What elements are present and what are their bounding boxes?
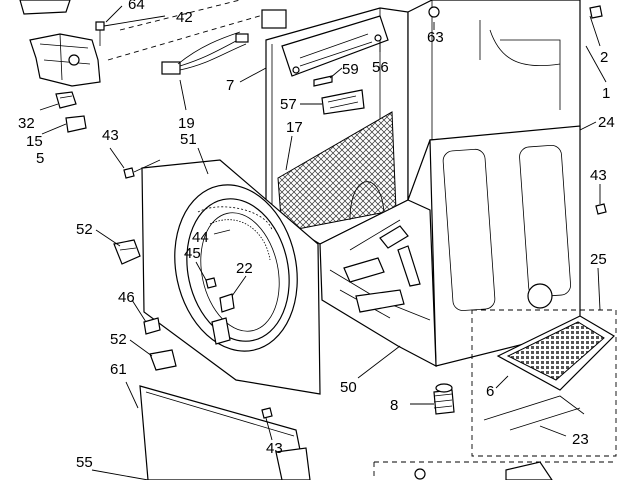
cabinet-base-50	[319, 199, 437, 368]
screw-59	[313, 75, 333, 87]
hinge-52-upper	[113, 239, 141, 265]
leader-lines	[39, 5, 607, 480]
callout-5: 5	[36, 150, 44, 167]
screw-45	[205, 277, 217, 289]
label-57	[321, 89, 365, 115]
door-catch	[211, 317, 231, 345]
callout-45: 45	[184, 245, 201, 262]
mounting-bracket	[19, 0, 101, 87]
rod-23	[483, 395, 585, 431]
screw-63	[428, 6, 440, 18]
callout-17: 17	[286, 119, 303, 136]
bottom-part	[414, 461, 553, 480]
callout-43-right: 43	[590, 167, 607, 184]
callout-7: 7	[226, 77, 234, 94]
callout-46: 46	[118, 289, 135, 306]
dashed-guide-top	[107, 0, 281, 61]
callout-1: 1	[602, 85, 610, 102]
door-seal-44	[209, 219, 271, 261]
callout-15: 15	[26, 133, 43, 150]
clip-46	[143, 317, 161, 335]
callout-57: 57	[280, 96, 297, 113]
leveling-leg-8	[433, 383, 455, 415]
callout-25: 25	[590, 251, 607, 268]
callout-22: 22	[236, 260, 253, 277]
callout-43-left: 43	[102, 127, 119, 144]
screw-43-right	[595, 203, 607, 215]
pedestal-box-25	[373, 309, 617, 480]
thermal-fuse-5	[65, 115, 87, 133]
screw-2	[589, 5, 603, 19]
callout-52-upper: 52	[76, 221, 93, 238]
toe-kick-panel-61	[139, 385, 311, 480]
screw-43-left	[123, 159, 161, 179]
grille-6	[496, 315, 615, 391]
callout-44: 44	[192, 229, 209, 246]
callout-43-bottom: 43	[266, 440, 283, 457]
callout-42: 42	[176, 9, 193, 26]
screw-43-bottom	[261, 407, 273, 419]
callout-6: 6	[486, 383, 494, 400]
callout-50: 50	[340, 379, 357, 396]
callout-64: 64	[128, 0, 145, 13]
callout-56: 56	[372, 59, 389, 76]
callout-63: 63	[427, 29, 444, 46]
front-panel-51	[141, 159, 321, 395]
callout-32: 32	[18, 115, 35, 132]
callout-labels: 64 42 63 56 59 57 17 7 19 32 15 5 43 51 …	[18, 0, 615, 471]
callout-8: 8	[390, 397, 398, 414]
rear-bracket-56	[281, 15, 389, 77]
callout-23: 23	[572, 431, 589, 448]
callout-61: 61	[110, 361, 127, 378]
hinge-52-lower	[149, 349, 177, 371]
terminal-block-32	[55, 91, 77, 109]
wire-harness	[161, 9, 287, 75]
callout-19: 19	[178, 115, 195, 132]
door-strike-22	[219, 293, 235, 313]
callout-24: 24	[598, 114, 615, 131]
callout-51: 51	[180, 131, 197, 148]
callout-2: 2	[600, 49, 608, 66]
callout-59: 59	[342, 61, 359, 78]
callout-52-lower: 52	[110, 331, 127, 348]
callout-55: 55	[76, 454, 93, 471]
top-left-screw	[95, 21, 105, 46]
